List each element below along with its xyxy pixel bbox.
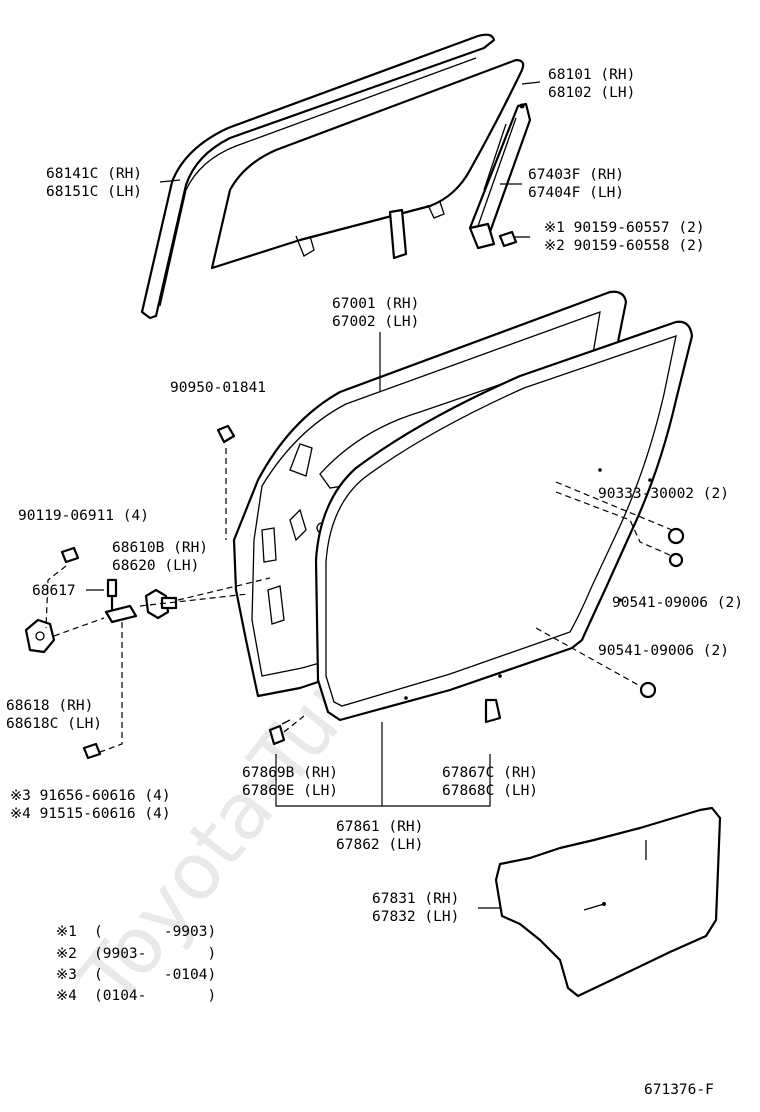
label-67867c: 67867C (RH) bbox=[442, 765, 538, 781]
label-68618c: 68618C (LH) bbox=[6, 716, 102, 732]
note-mark-4: ※4 bbox=[56, 988, 77, 1004]
note-mark-1: ※1 bbox=[56, 924, 77, 940]
bolt-90159 bbox=[498, 230, 530, 248]
label-67832: 67832 (LH) bbox=[372, 909, 459, 925]
label-67831: 67831 (RH) bbox=[372, 891, 459, 907]
upper-hinge bbox=[144, 588, 178, 620]
label-67862: 67862 (LH) bbox=[336, 837, 423, 853]
label-68617: 68617 bbox=[32, 583, 76, 599]
note-range-4: (0104- ) bbox=[94, 988, 216, 1004]
clip-90950 bbox=[216, 424, 236, 444]
door-glass bbox=[210, 58, 525, 270]
note-range-3: ( -0104) bbox=[94, 967, 216, 983]
label-67861: 67861 (RH) bbox=[336, 819, 423, 835]
door-weatherstrip bbox=[314, 320, 694, 722]
bolt-91656 bbox=[82, 742, 102, 760]
note-range-2: (9903- ) bbox=[94, 946, 216, 962]
figure-code: 671376-F bbox=[644, 1082, 714, 1098]
label-68620: 68620 (LH) bbox=[112, 558, 199, 574]
label-67869b: 67869B (RH) bbox=[242, 765, 338, 781]
label-90333: 90333-30002 (2) bbox=[598, 486, 729, 502]
service-hole-cover bbox=[494, 806, 722, 998]
hinge-pin-68617 bbox=[106, 578, 118, 612]
note-mark-2: ※2 bbox=[56, 946, 77, 962]
label-67001: 67001 (RH) bbox=[332, 296, 419, 312]
clip-67869 bbox=[268, 719, 291, 746]
plug-90541-a bbox=[668, 552, 684, 568]
label-68101: 68101 (RH) bbox=[548, 67, 635, 83]
lower-hinge-68618 bbox=[24, 604, 138, 654]
label-bolt-3: ※3 91656-60616 (4) bbox=[10, 788, 171, 804]
label-bolt-2: ※2 90159-60558 (2) bbox=[544, 238, 705, 254]
label-90541-a: 90541-09006 (2) bbox=[612, 595, 743, 611]
note-mark-3: ※3 bbox=[56, 967, 77, 983]
label-68618: 68618 (RH) bbox=[6, 698, 93, 714]
plug-90333 bbox=[667, 527, 685, 545]
label-67868c: 67868C (LH) bbox=[442, 783, 538, 799]
label-68102: 68102 (LH) bbox=[548, 85, 635, 101]
label-90119: 90119-06911 (4) bbox=[18, 508, 149, 524]
label-68610b: 68610B (RH) bbox=[112, 540, 208, 556]
label-90950: 90950-01841 bbox=[170, 380, 266, 396]
label-67002: 67002 (LH) bbox=[332, 314, 419, 330]
label-68141c: 68141C (RH) bbox=[46, 166, 142, 182]
label-67869e: 67869E (LH) bbox=[242, 783, 338, 799]
plug-90541-b bbox=[639, 681, 657, 699]
label-68151c: 68151C (LH) bbox=[46, 184, 142, 200]
bolt-90119 bbox=[60, 546, 80, 564]
label-bolt-1: ※1 90159-60557 (2) bbox=[544, 220, 705, 236]
label-67403f: 67403F (RH) bbox=[528, 167, 624, 183]
label-67404f: 67404F (LH) bbox=[528, 185, 624, 201]
note-range-1: ( -9903) bbox=[94, 924, 216, 940]
label-90541-b: 90541-09006 (2) bbox=[598, 643, 729, 659]
window-frame-channel bbox=[140, 33, 496, 320]
notes-legend: ※1 ( -9903) ※2 (9903- ) ※3 ( -0104) ※4 (… bbox=[56, 924, 216, 1004]
rear-run-channel bbox=[468, 102, 532, 250]
label-bolt-4: ※4 91515-60616 (4) bbox=[10, 806, 171, 822]
clip-67867 bbox=[484, 698, 502, 724]
